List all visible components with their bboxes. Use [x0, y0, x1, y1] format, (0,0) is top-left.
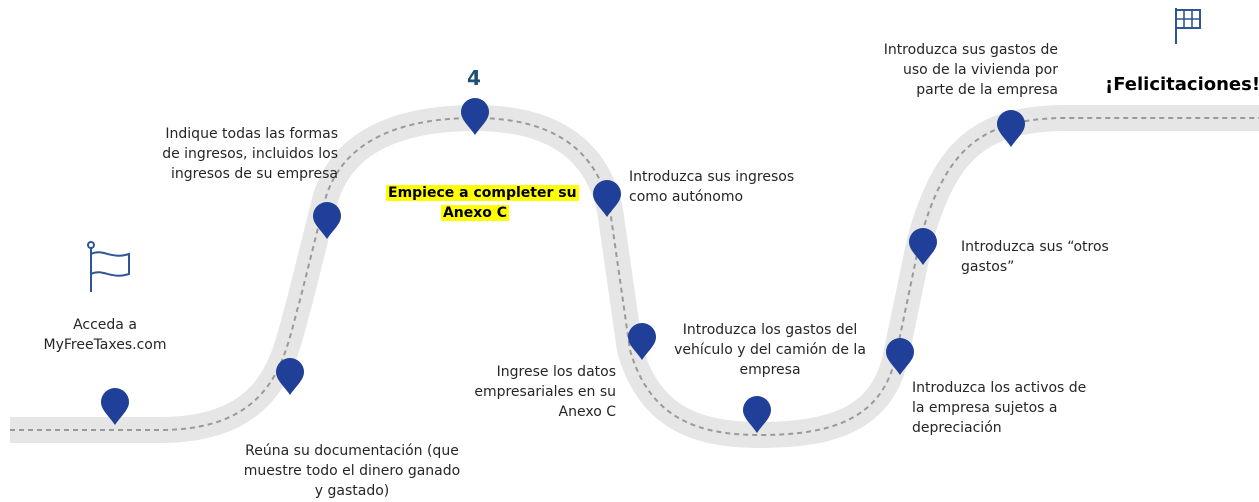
label-other-expenses: Introduzca sus “otros gastos”	[961, 239, 1109, 275]
label-home-use: Introduzca sus gastos de uso de la vivie…	[883, 42, 1058, 98]
label-business-data: Ingrese los datos empresariales en su An…	[474, 364, 616, 420]
start-flag-icon	[87, 241, 130, 292]
label-access: Acceda a MyFreeTaxes.com	[43, 317, 167, 353]
finish-flag-icon	[1175, 8, 1201, 44]
location-pin-icon	[461, 98, 489, 135]
highlight-line-1: Empiece a completer su	[386, 185, 579, 201]
highlight-line-2: Anexo C	[440, 205, 510, 221]
label-gather: Reúna su documentación (que muestre todo…	[243, 443, 461, 499]
label-income-forms: Indique todas las formas de ingresos, in…	[162, 126, 338, 182]
location-pin-icon	[628, 323, 656, 360]
location-pin-icon	[909, 228, 937, 265]
congratulations-text: ¡Felicitaciones!	[1105, 74, 1259, 95]
location-pin-icon	[101, 388, 129, 425]
location-pin-icon	[313, 202, 341, 239]
label-vehicle: Introduzca los gastos del vehículo y del…	[674, 322, 866, 378]
location-pin-icon	[743, 396, 771, 433]
location-pin-icon	[593, 180, 621, 217]
highlight-step-label: Empiece a completer su Anexo C	[386, 183, 579, 223]
step-number: 4	[467, 66, 481, 90]
label-assets: Introduzca los activos de la empresa suj…	[912, 380, 1087, 436]
label-self-employed: Introduzca sus ingresos como autónomo	[629, 169, 795, 205]
location-pin-icon	[997, 110, 1025, 147]
location-pin-icon	[276, 358, 304, 395]
location-pin-icon	[886, 338, 914, 375]
